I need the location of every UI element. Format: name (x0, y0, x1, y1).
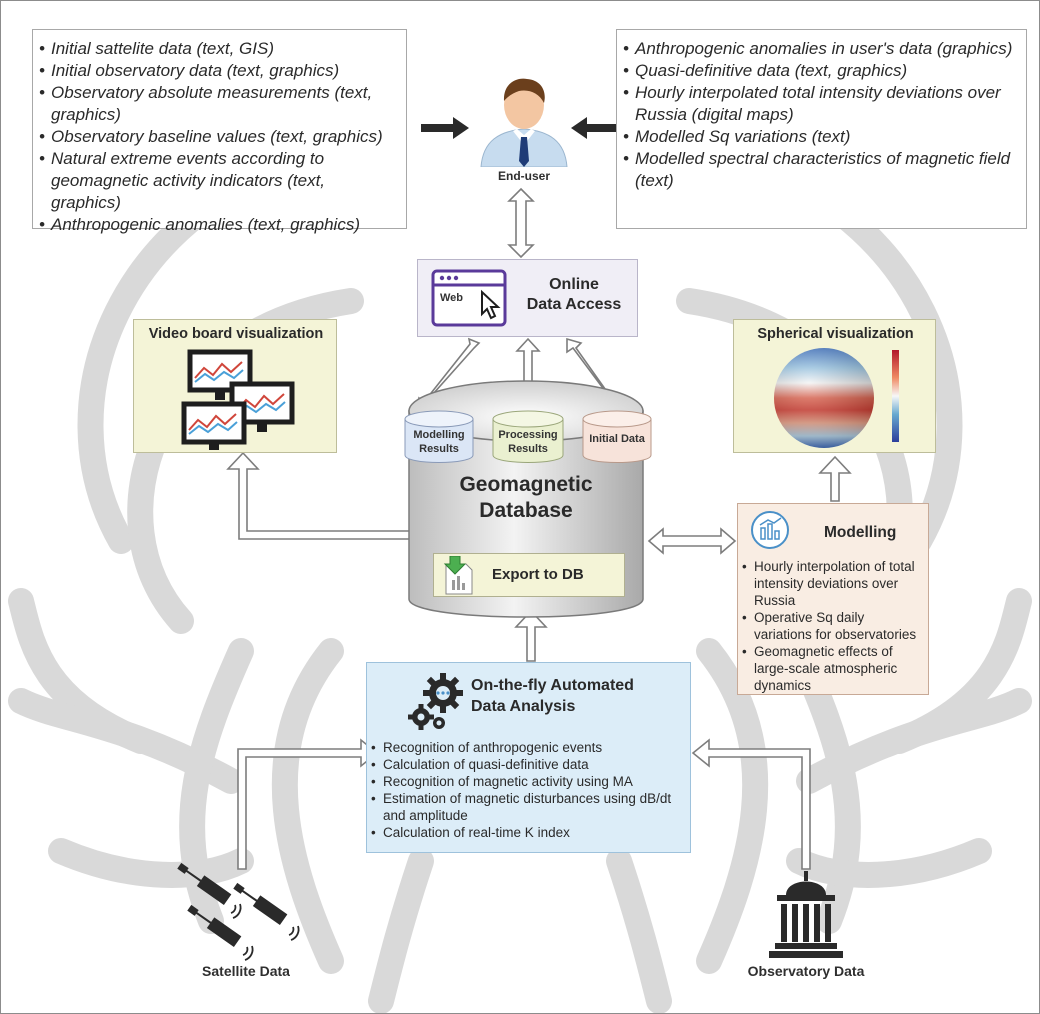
export-to-db-label: Export to DB (492, 566, 584, 583)
input-data-item: Initial sattelite data (text, GIS) (39, 38, 398, 60)
video-board-title: Video board visualization (148, 326, 324, 342)
end-user-label: End-user (497, 169, 550, 183)
analysis-title-line1: On-the-fly Automated (471, 677, 634, 694)
input-data-box: Initial sattelite data (text, GIS) Initi… (32, 29, 407, 236)
database-title-line1: Geomagnetic (459, 473, 593, 496)
output-data-list: Anthropogenic anomalies in user's data (… (623, 38, 1018, 192)
input-data-list: Initial sattelite data (text, GIS) Initi… (39, 38, 398, 236)
analysis-list: Recognition of anthropogenic events Calc… (371, 739, 681, 841)
output-data-item: Hourly interpolated total intensity devi… (623, 82, 1018, 126)
input-data-item: Anthropogenic anomalies (text, graphics) (39, 214, 398, 236)
gears-icon (408, 673, 463, 730)
output-data-item: Quasi-definitive data (text, graphics) (623, 60, 1018, 82)
cylinder-icon (492, 410, 564, 463)
analysis-item: Recognition of anthropogenic events (371, 739, 681, 756)
output-data-item: Modelled spectral characteristics of mag… (623, 148, 1018, 192)
processing-results-line2: Results (508, 443, 548, 455)
modelling-results-line1: Modelling (413, 429, 465, 441)
cylinder-icon (582, 410, 652, 463)
user-avatar-icon (480, 78, 568, 168)
solid-arrows (421, 117, 617, 139)
processing-results-line1: Processing (498, 429, 558, 441)
output-data-item: Modelled Sq variations (text) (623, 126, 1018, 148)
modelling-results-line2: Results (419, 443, 459, 455)
monitor-icon (187, 349, 253, 400)
input-data-item: Observatory absolute measurements (text,… (39, 82, 398, 126)
export-to-db-box: Export to DB (433, 553, 625, 597)
modelling-item: Hourly interpolation of total intensity … (742, 558, 924, 609)
satellite-data-source: Satellite Data (171, 851, 321, 981)
output-data-box: Anthropogenic anomalies in user's data (… (616, 29, 1027, 229)
monitor-icon (181, 401, 247, 450)
satellites-icon (177, 862, 300, 961)
modelling-panel: Modelling Hourly interpolation of total … (737, 503, 929, 695)
sphere-heatmap-icon (774, 348, 899, 448)
web-browser-icon (431, 269, 507, 327)
modelling-list: Hourly interpolation of total intensity … (742, 558, 924, 694)
observatory-data-source: Observatory Data (731, 867, 881, 987)
modelling-results-cylinder: Modelling Results (403, 409, 475, 465)
analysis-title-line2: Data Analysis (471, 698, 576, 715)
analysis-item: Recognition of magnetic activity using M… (371, 773, 681, 790)
database-title-line2: Database (479, 499, 573, 522)
online-access-title-line2: Data Access (526, 296, 622, 313)
analysis-item: Estimation of magnetic disturbances usin… (371, 790, 681, 824)
modelling-item: Operative Sq daily variations for observ… (742, 609, 924, 643)
spherical-visualization-panel: Spherical visualization (733, 319, 936, 453)
input-data-item: Initial observatory data (text, graphics… (39, 60, 398, 82)
video-board-panel: Video board visualization (133, 319, 337, 453)
spherical-title: Spherical visualization (757, 326, 914, 342)
modelling-title: Modelling (824, 524, 897, 541)
cursor-pointer-icon (481, 289, 501, 320)
online-access-title-line1: Online (549, 276, 599, 293)
cylinder-icon (404, 410, 474, 463)
input-data-item: Natural extreme events according to geom… (39, 148, 398, 214)
monitor-wall-icon (181, 349, 295, 450)
observatory-building-icon (769, 871, 843, 958)
download-document-icon (443, 556, 473, 595)
initial-data-cylinder: Initial Data (581, 409, 653, 465)
end-user: End-user (469, 71, 579, 191)
analytics-chart-icon (751, 511, 789, 549)
observatory-data-label: Observatory Data (747, 963, 865, 979)
input-data-item: Observatory baseline values (text, graph… (39, 126, 398, 148)
analysis-item: Calculation of quasi-definitive data (371, 756, 681, 773)
colorbar (892, 350, 899, 442)
processing-results-cylinder: Processing Results (491, 409, 565, 465)
decorative-swirl-strokes (8, 138, 1032, 1013)
geomagnetic-database: Modelling Results Processing Results Ini… (403, 371, 652, 639)
automated-analysis-panel: On-the-fly Automated Data Analysis Recog… (366, 662, 691, 853)
online-data-access-box: Web Online Data Access (417, 259, 638, 337)
satellite-data-label: Satellite Data (202, 963, 290, 979)
initial-data-line1: Initial Data (589, 433, 645, 445)
web-label: Web (440, 292, 464, 304)
analysis-item: Calculation of real-time K index (371, 824, 681, 841)
output-data-item: Anthropogenic anomalies in user's data (… (623, 38, 1018, 60)
modelling-item: Geomagnetic effects of large-scale atmos… (742, 643, 924, 694)
